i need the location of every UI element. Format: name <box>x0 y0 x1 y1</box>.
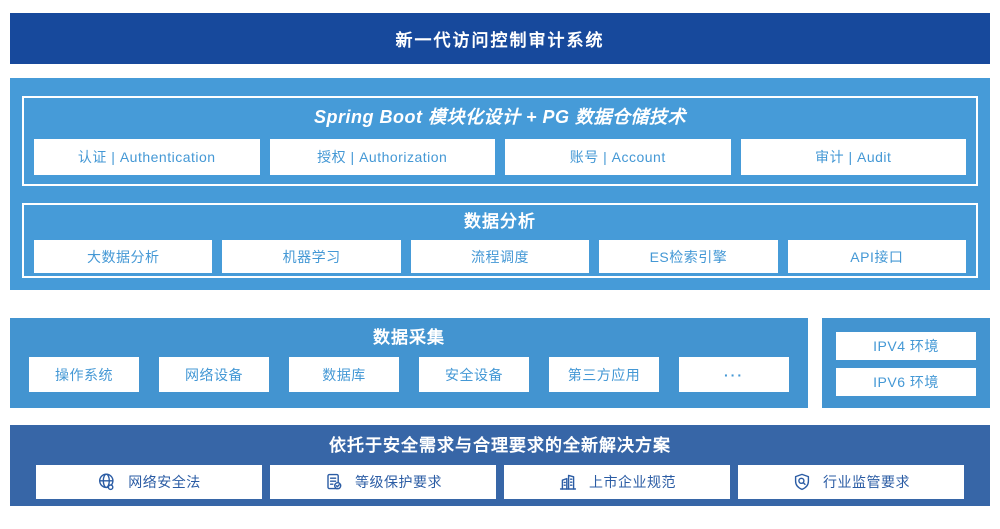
module-box-authorization: 授权 | Authorization <box>269 139 495 175</box>
springboot-panel: Spring Boot 模块化设计 + PG 数据仓储技术 认证 | Authe… <box>22 96 978 186</box>
solution-title: 依托于安全需求与合理要求的全新解决方案 <box>329 436 671 455</box>
module-box-audit: 审计 | Audit <box>740 139 966 175</box>
solution-items-row: 网络安全法 等级保护要求 <box>10 465 990 499</box>
system-title-banner: 新一代访问控制审计系统 <box>10 13 990 64</box>
module-box-workflow: 流程调度 <box>410 240 590 273</box>
springboot-modules-row: 认证 | Authentication 授权 | Authorization 账… <box>24 139 976 175</box>
data-collection-modules-row: 操作系统 网络设备 数据库 安全设备 第三方应用 ··· <box>10 357 808 392</box>
module-box-es: ES检索引擎 <box>599 240 778 273</box>
data-analysis-panel: 数据分析 大数据分析 机器学习 流程调度 ES检索引擎 API接口 <box>22 203 978 278</box>
springboot-title: Spring Boot 模块化设计 + PG 数据仓储技术 <box>313 107 686 127</box>
module-box-api: API接口 <box>787 240 967 273</box>
collection-band: 数据采集 操作系统 网络设备 数据库 安全设备 第三方应用 ··· IPV4 环… <box>10 318 990 408</box>
solution-label: 上市企业规范 <box>589 474 676 490</box>
module-box-authentication: 认证 | Authentication <box>34 139 260 175</box>
data-collection-title: 数据采集 <box>373 328 445 347</box>
env-box-ipv4: IPV4 环境 <box>836 332 976 360</box>
solution-label: 等级保护要求 <box>355 474 442 490</box>
ip-env-panel: IPV4 环境 IPV6 环境 <box>822 318 990 408</box>
module-box-bigdata: 大数据分析 <box>34 240 213 273</box>
system-title: 新一代访问控制审计系统 <box>395 31 605 50</box>
solution-label: 网络安全法 <box>128 474 201 490</box>
solution-section: 依托于安全需求与合理要求的全新解决方案 网络安全法 <box>10 425 990 506</box>
env-box-ipv6: IPV6 环境 <box>836 368 976 396</box>
module-box-account: 账号 | Account <box>505 139 731 175</box>
solution-box-cybersecurity-law: 网络安全法 <box>36 465 262 499</box>
doc-check-icon <box>324 472 344 492</box>
module-box-thirdparty: 第三方应用 <box>549 357 659 392</box>
shield-search-icon <box>792 472 812 492</box>
data-analysis-title: 数据分析 <box>464 212 536 231</box>
solution-box-classified-protection: 等级保护要求 <box>270 465 496 499</box>
solution-box-industry-regulation: 行业监管要求 <box>738 465 964 499</box>
solution-label: 行业监管要求 <box>823 474 910 490</box>
module-box-network-device: 网络设备 <box>159 357 269 392</box>
module-box-ml: 机器学习 <box>222 240 401 273</box>
module-box-more: ··· <box>679 357 789 392</box>
module-box-database: 数据库 <box>289 357 399 392</box>
data-analysis-modules-row: 大数据分析 机器学习 流程调度 ES检索引擎 API接口 <box>24 240 976 273</box>
module-box-os: 操作系统 <box>29 357 139 392</box>
platform-section: Spring Boot 模块化设计 + PG 数据仓储技术 认证 | Authe… <box>10 78 990 290</box>
module-box-security-device: 安全设备 <box>419 357 529 392</box>
globe-icon <box>97 472 117 492</box>
solution-box-listed-company: 上市企业规范 <box>504 465 730 499</box>
data-collection-section: 数据采集 操作系统 网络设备 数据库 安全设备 第三方应用 ··· <box>10 318 808 408</box>
building-icon <box>558 472 578 492</box>
